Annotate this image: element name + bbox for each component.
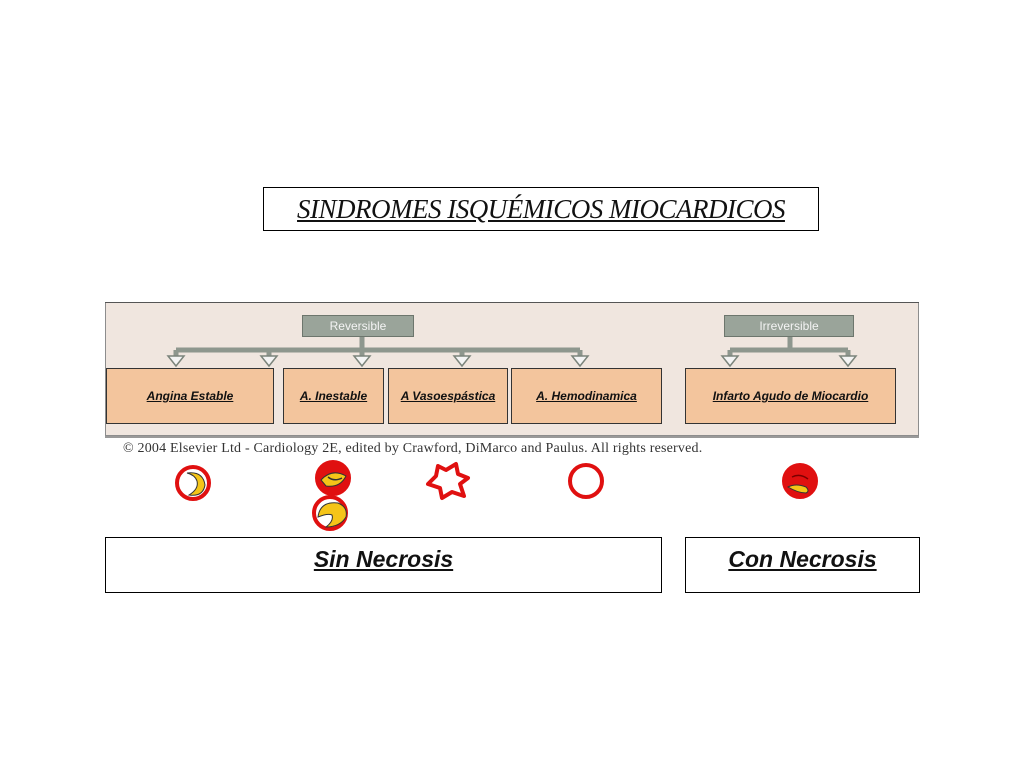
spasm-star-icon (426, 462, 470, 500)
outcome-sin-necrosis: Sin Necrosis (105, 537, 662, 593)
outcome-con-necrosis: Con Necrosis (685, 537, 920, 593)
outcome-con-necrosis-label: Con Necrosis (728, 546, 877, 572)
node-angina-estable[interactable]: Angina Estable (106, 368, 274, 424)
node-infarto-agudo[interactable]: Infarto Agudo de Miocardio (685, 368, 896, 424)
occluded-artery-icon (782, 463, 818, 499)
arrowhead-infarto-left (720, 355, 740, 368)
copyright-text: © 2004 Elsevier Ltd - Cardiology 2E, edi… (123, 441, 703, 456)
copyright-divider (105, 436, 919, 438)
arrowhead-a-inestable-2 (352, 355, 372, 368)
category-reversible: Reversible (302, 315, 414, 337)
diagram-title-box: SINDROMES ISQUÉMICOS MIOCARDICOS (263, 187, 819, 231)
crescent-plaque-icon (312, 495, 348, 531)
arrowhead-a-inestable-1 (259, 355, 279, 368)
arrowhead-a-vasoespastica (452, 355, 472, 368)
panel-top-border (105, 302, 919, 303)
ruptured-plaque-icon (315, 460, 351, 496)
category-irreversible: Irreversible (724, 315, 854, 337)
arrowhead-infarto-right (838, 355, 858, 368)
node-angina-hemodinamica[interactable]: A. Hemodinamica (511, 368, 662, 424)
node-angina-inestable[interactable]: A. Inestable (283, 368, 384, 424)
diagram-title: SINDROMES ISQUÉMICOS MIOCARDICOS (297, 193, 785, 224)
node-angina-vasoespastica[interactable]: A Vasoespástica (388, 368, 508, 424)
crescent-plaque-icon (175, 465, 211, 501)
arrowhead-a-hemodinamica (570, 355, 590, 368)
outcome-sin-necrosis-label: Sin Necrosis (313, 546, 454, 572)
arrowhead-angina-estable (166, 355, 186, 368)
open-ring-icon (568, 463, 604, 499)
